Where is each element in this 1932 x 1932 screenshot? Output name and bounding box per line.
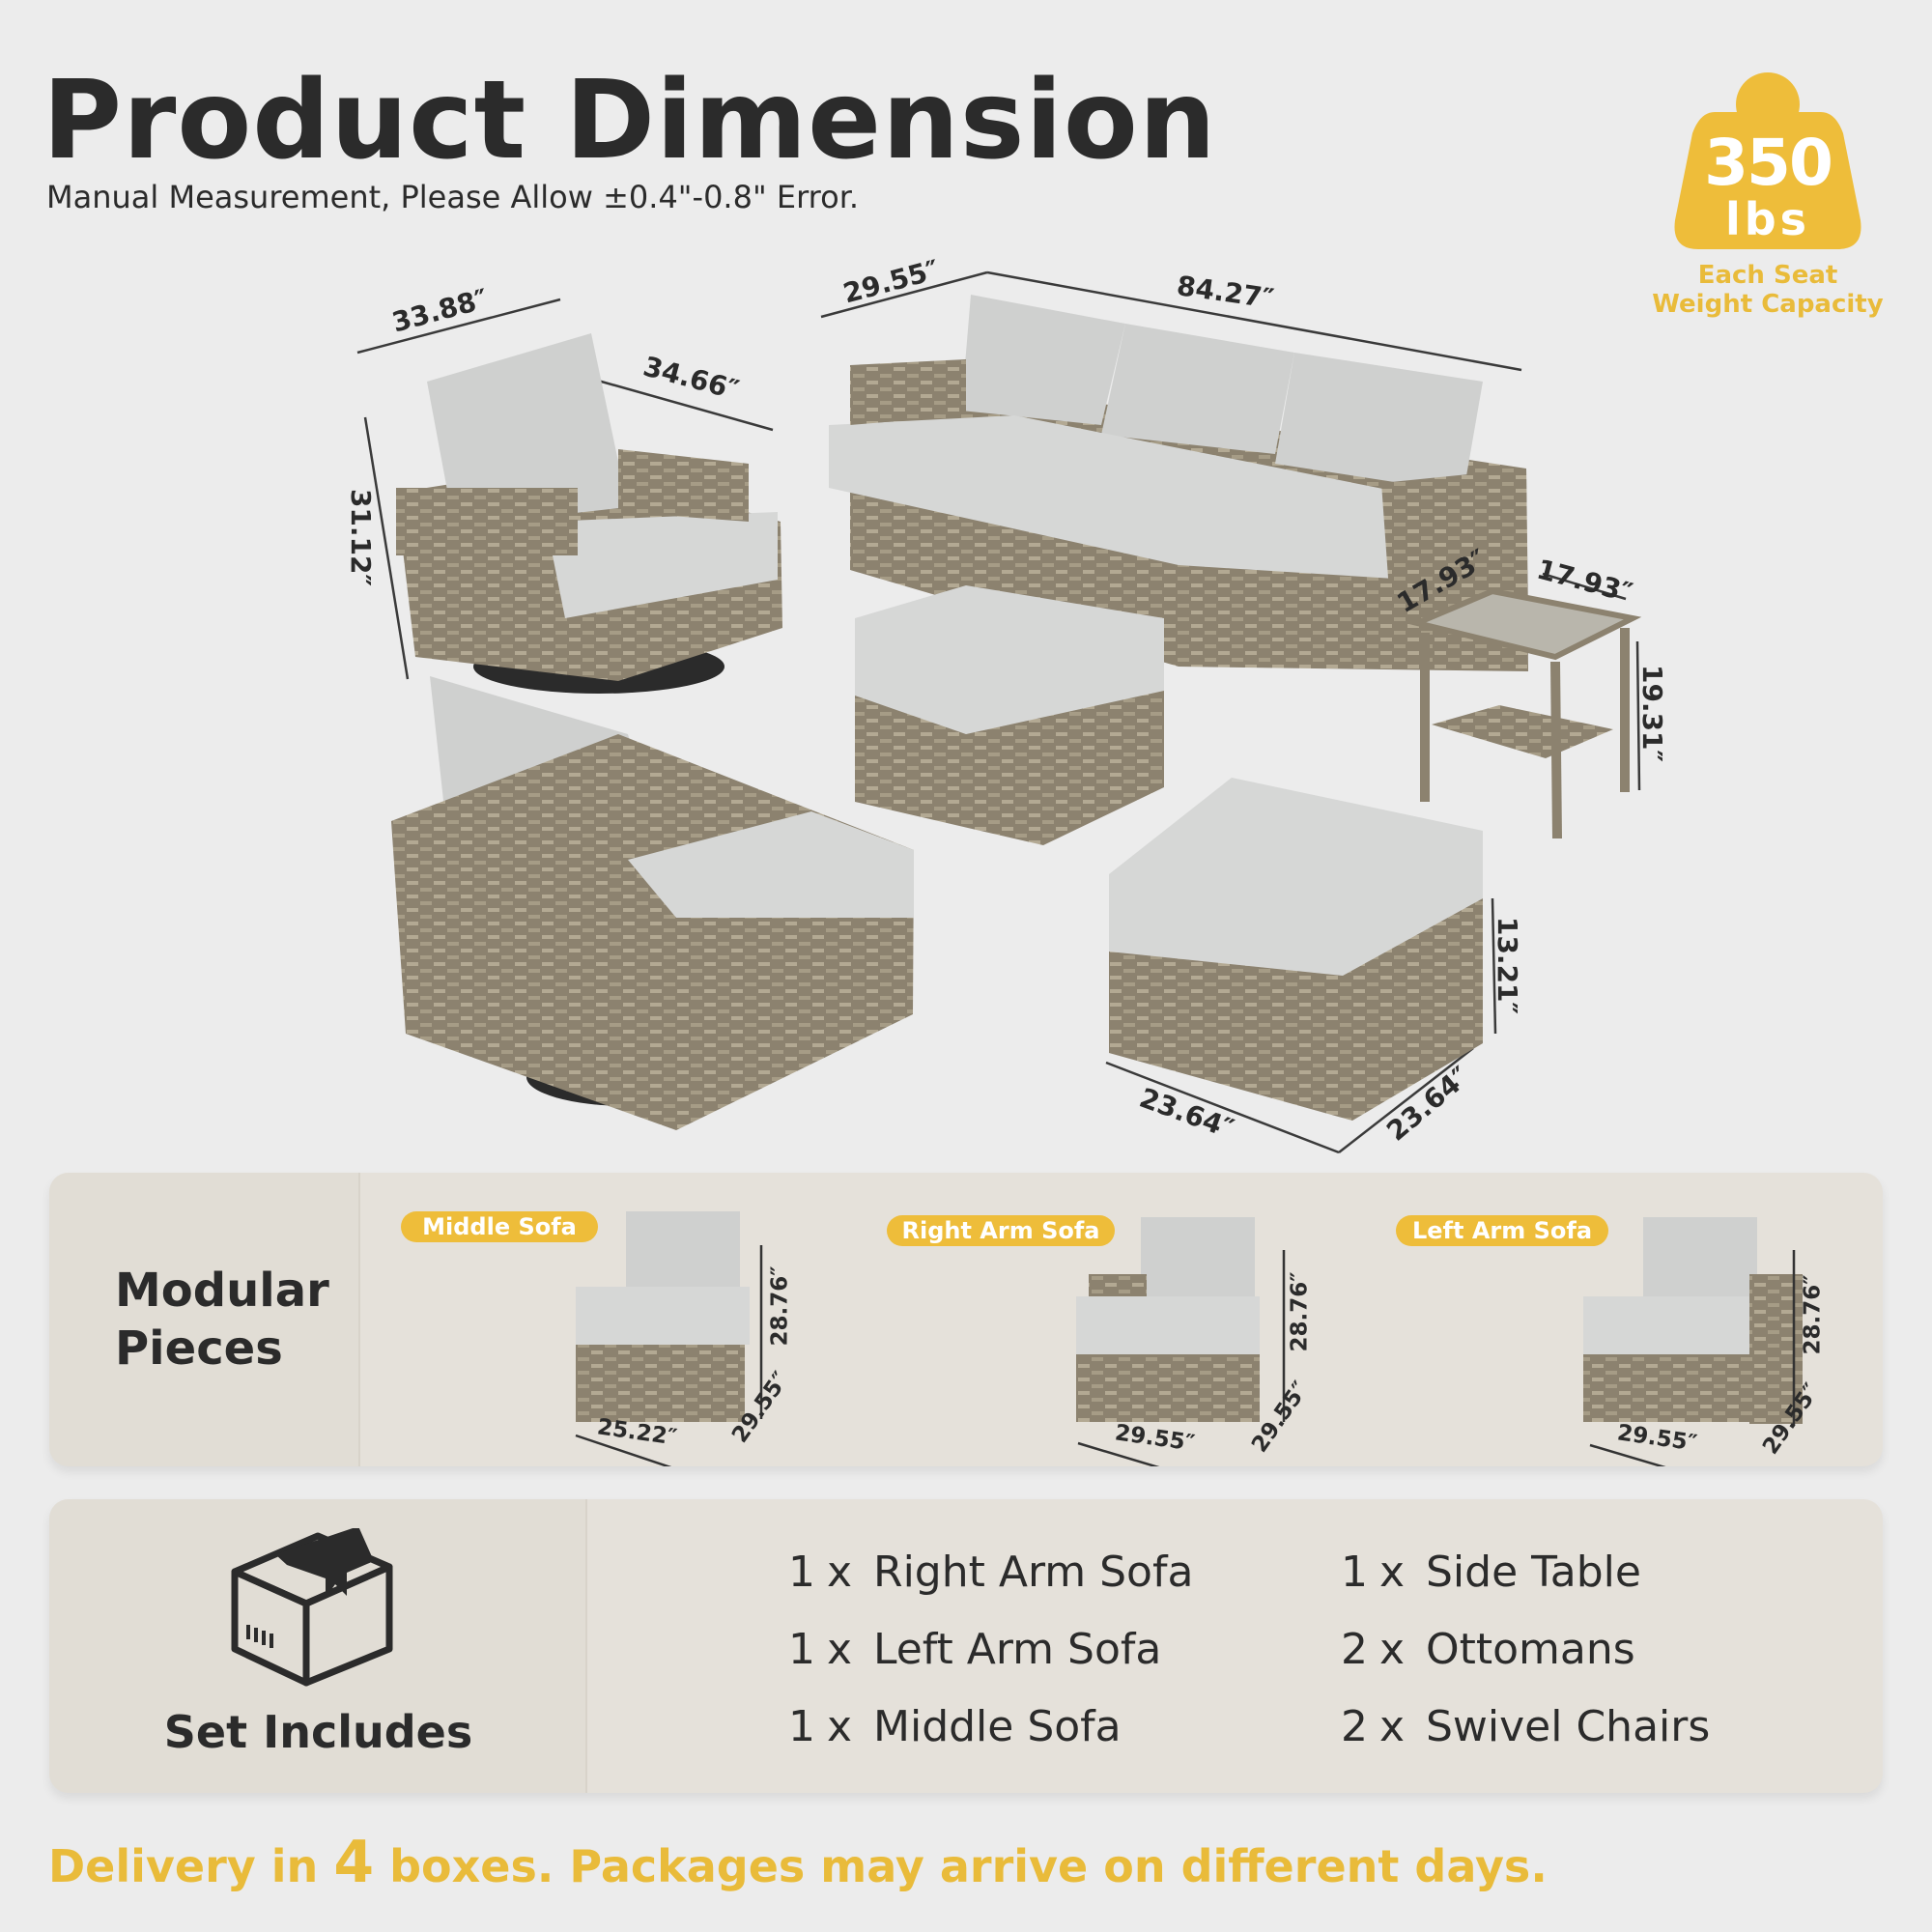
set-item-x: x xyxy=(827,1548,853,1597)
ottoman-large xyxy=(1109,778,1483,1121)
set-item-x: x xyxy=(827,1702,853,1751)
pill-left-arm-sofa: Left Arm Sofa xyxy=(1396,1215,1608,1246)
set-item-name: Middle Sofa xyxy=(873,1702,1122,1751)
set-item-name: Ottomans xyxy=(1426,1625,1635,1674)
modular-title-2: Pieces xyxy=(115,1321,283,1376)
modular-illustrations xyxy=(575,1211,1803,1466)
set-item-qty: 1 xyxy=(788,1625,815,1674)
set-item-name: Right Arm Sofa xyxy=(873,1548,1194,1597)
set-item-x: x xyxy=(1379,1548,1406,1597)
modular-title-1: Modular xyxy=(115,1264,329,1318)
set-item-name: Left Arm Sofa xyxy=(873,1625,1162,1674)
set-item-qty: 1 xyxy=(1341,1548,1368,1597)
dim-chair-height: 31.12″ xyxy=(345,488,378,587)
dim-middle-height: 28.76″ xyxy=(767,1265,793,1347)
set-item-qty: 2 xyxy=(1341,1702,1368,1751)
weight-capacity-badge: 350 lbs Each Seat Weight Capacity xyxy=(1652,66,1884,327)
three-seat-sofa xyxy=(829,295,1528,671)
dim-ottoman-height: 13.21″ xyxy=(1492,916,1524,1015)
weight-caption-2: Weight Capacity xyxy=(1652,290,1884,319)
dim-table-height: 19.31″ xyxy=(1636,664,1669,763)
page-subtitle: Manual Measurement, Please Allow ±0.4"-0… xyxy=(46,179,860,215)
weight-unit: lbs xyxy=(1724,193,1811,245)
set-item-x: x xyxy=(827,1625,853,1674)
pill-right-arm-sofa: Right Arm Sofa xyxy=(887,1215,1115,1246)
dim-left-height: 28.76″ xyxy=(1800,1274,1826,1355)
weight-icon xyxy=(1674,72,1861,249)
side-table xyxy=(1407,587,1642,839)
set-item-name: Side Table xyxy=(1426,1548,1641,1597)
set-item-x: x xyxy=(1379,1702,1406,1751)
delivery-notice: Delivery in 4 boxes. Packages may arrive… xyxy=(48,1829,1548,1896)
delivery-box-count: 4 xyxy=(333,1829,375,1896)
weight-number: 350 xyxy=(1704,126,1833,200)
delivery-post: boxes. Packages may arrive on different … xyxy=(374,1840,1548,1892)
set-item-x: x xyxy=(1379,1625,1406,1674)
page-title: Product Dimension xyxy=(43,58,1217,184)
delivery-pre: Delivery in xyxy=(48,1840,334,1892)
swivel-chair-front xyxy=(396,333,782,694)
furniture-illustration xyxy=(356,270,1642,1154)
ottoman-small xyxy=(855,585,1164,845)
dimension-lines xyxy=(356,270,1641,1154)
modular-pieces-panel: Modular Pieces Middle Sofa Right Arm Sof… xyxy=(49,1173,1883,1466)
right-arm-sofa-image xyxy=(1076,1217,1260,1422)
set-item-name: Swivel Chairs xyxy=(1426,1702,1711,1751)
swivel-chair-back xyxy=(391,676,914,1130)
set-item-qty: 1 xyxy=(788,1702,815,1751)
left-arm-sofa-image xyxy=(1583,1217,1803,1424)
pill-middle-sofa: Middle Sofa xyxy=(401,1211,598,1242)
dim-right-height: 28.76″ xyxy=(1287,1271,1313,1352)
middle-sofa-image xyxy=(576,1211,750,1422)
weight-caption-1: Each Seat xyxy=(1697,261,1838,290)
set-item-qty: 2 xyxy=(1341,1625,1368,1674)
set-item-qty: 1 xyxy=(788,1548,815,1597)
box-icon xyxy=(231,1528,393,1687)
set-includes-title: Set Includes xyxy=(163,1706,473,1758)
